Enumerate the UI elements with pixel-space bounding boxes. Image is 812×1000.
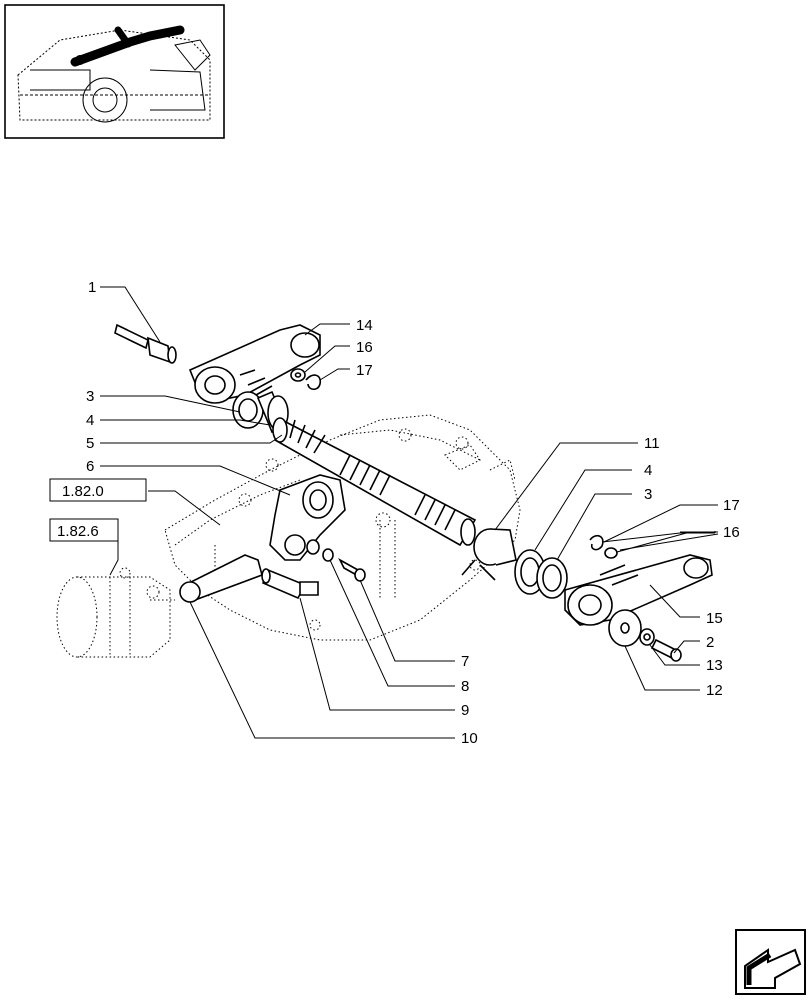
reference-1-82-0: 1.82.0 bbox=[62, 483, 104, 500]
part-17-clip-upper bbox=[305, 374, 322, 391]
part-12-washer-plate bbox=[608, 609, 642, 647]
callout-14: 14 bbox=[356, 317, 373, 334]
callout-3: 3 bbox=[86, 388, 94, 405]
part-17-clip-right bbox=[589, 534, 604, 551]
leader-lines bbox=[100, 286, 719, 739]
part-16-washer-right bbox=[604, 547, 618, 559]
callout-11: 11 bbox=[644, 435, 660, 452]
callout-17: 17 bbox=[356, 362, 373, 379]
part-5-lift-shaft bbox=[272, 417, 477, 547]
part-2-bolt bbox=[650, 638, 682, 662]
callout-15: 15 bbox=[706, 610, 723, 627]
part-9-pin bbox=[261, 568, 319, 600]
callout-4-right: 4 bbox=[644, 462, 652, 479]
callout-2: 2 bbox=[706, 634, 714, 651]
callout-13: 13 bbox=[706, 657, 723, 674]
part-1-stud-bolt bbox=[114, 323, 177, 364]
part-14-lift-arm-left bbox=[188, 324, 321, 404]
part-16-washer-upper bbox=[290, 368, 306, 382]
callout-6: 6 bbox=[86, 458, 94, 475]
callout-3-right: 3 bbox=[644, 486, 652, 503]
tractor-location-thumbnail[interactable] bbox=[4, 4, 225, 139]
reference-box-2[interactable]: 1.82.6 bbox=[49, 518, 119, 542]
reference-1-82-6: 1.82.6 bbox=[57, 523, 99, 540]
part-3-bushing-right bbox=[536, 557, 568, 599]
part-8-washer bbox=[306, 539, 334, 562]
callout-8: 8 bbox=[461, 678, 469, 695]
callout-17-right: 17 bbox=[723, 497, 740, 514]
part-13-washer bbox=[639, 628, 655, 646]
hydraulic-cylinder bbox=[56, 567, 175, 658]
part-11-sleeve bbox=[461, 528, 517, 581]
leader-16-right bbox=[616, 531, 718, 553]
leader-17-right bbox=[603, 504, 718, 543]
callout-labels: 1 14 16 17 3 4 5 6 11 4 3 17 16 15 2 13 … bbox=[86, 279, 740, 747]
callout-9: 9 bbox=[461, 702, 469, 719]
callout-1: 1 bbox=[88, 279, 96, 296]
part-7-bolt bbox=[338, 558, 366, 582]
callout-16-right-visible: 16 bbox=[723, 524, 740, 541]
part-10-lever-rod bbox=[179, 554, 263, 603]
callout-16-right-group: 16 bbox=[723, 524, 740, 541]
callout-12: 12 bbox=[706, 682, 723, 699]
callout-16: 16 bbox=[356, 339, 373, 356]
reference-box-1[interactable]: 1.82.0 bbox=[49, 478, 147, 502]
next-page-arrow-icon[interactable] bbox=[735, 929, 806, 995]
part-15-lift-arm-right bbox=[564, 554, 713, 626]
callout-10: 10 bbox=[461, 730, 478, 747]
callout-4: 4 bbox=[86, 412, 94, 429]
callout-5: 5 bbox=[86, 435, 94, 452]
callout-7: 7 bbox=[461, 653, 469, 670]
